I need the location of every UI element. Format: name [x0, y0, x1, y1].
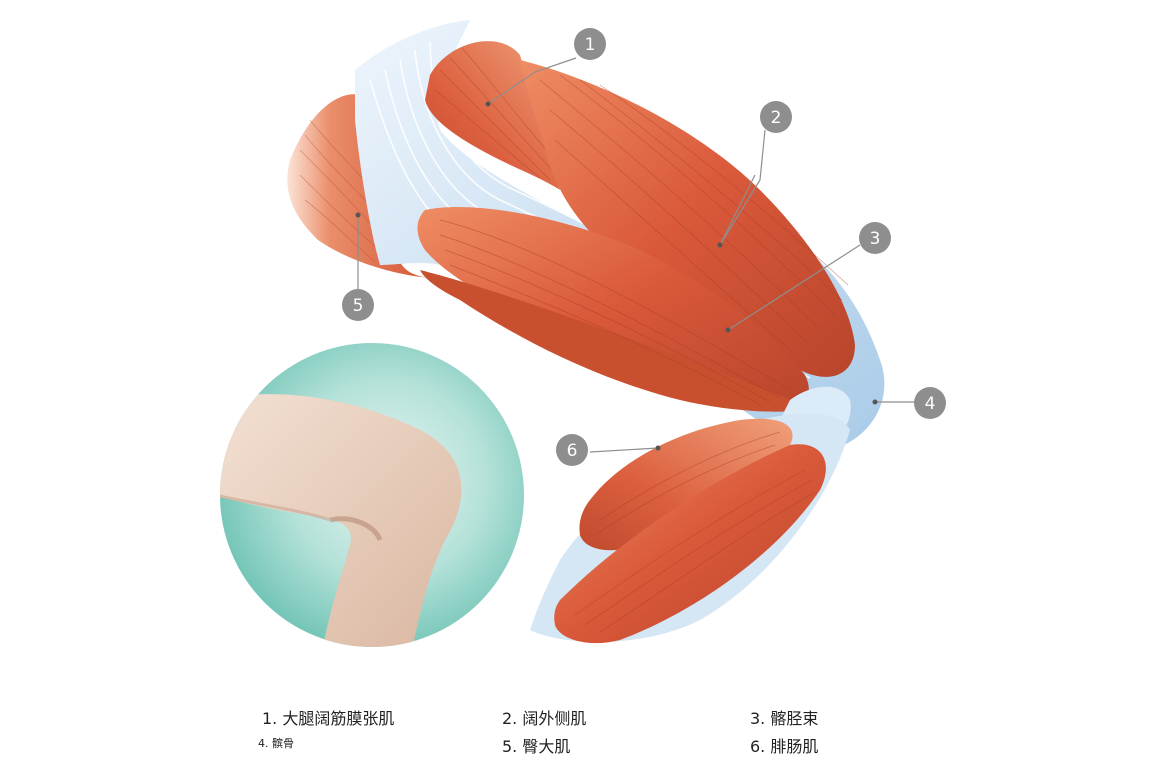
- gastrocnemius-muscle: [579, 418, 793, 551]
- lower-leg-muscle: [554, 444, 826, 644]
- legend-item-4: 4. 髌骨: [258, 737, 294, 750]
- inset-thigh-skin: [220, 394, 462, 647]
- tensor-fasciae-latae-muscle: [425, 41, 560, 190]
- anchor-dots: [355, 101, 878, 451]
- hamstring-muscle: [417, 206, 809, 410]
- callout-number: 5: [353, 296, 364, 316]
- legend-item-1: 1. 大腿阔筋膜张肌: [262, 709, 395, 728]
- vastus-lateralis-muscle: [520, 60, 855, 377]
- hamstring-fibers: [439, 219, 791, 406]
- callout-3: 3: [859, 222, 891, 254]
- callout-6: 6: [556, 434, 588, 466]
- inset-knee-fold: [329, 516, 383, 542]
- tfl-fibers: [434, 47, 556, 181]
- gluteus-maximus-muscle: [287, 94, 430, 279]
- callout-number: 3: [870, 229, 881, 249]
- callout-4: 4: [914, 387, 946, 419]
- callout-5: 5: [342, 289, 374, 321]
- callout-number: 1: [585, 35, 596, 55]
- callout-2: 2: [760, 101, 792, 133]
- legend-item-5: 5. 臀大肌: [502, 737, 571, 756]
- callout-1: 1: [574, 28, 606, 60]
- hamstring-lower-muscle: [420, 270, 810, 412]
- lower-leg-fibers: [574, 431, 816, 633]
- callout-number: 4: [925, 394, 936, 414]
- callout-number: 6: [567, 441, 578, 461]
- knee-skin-inset: [220, 343, 524, 647]
- callout-number: 2: [771, 108, 782, 128]
- leader-lines: [357, 57, 915, 453]
- legend-item-3: 3. 髂胫束: [750, 709, 819, 728]
- legend-item-6: 6. 腓肠肌: [750, 737, 819, 756]
- inset-skin-shadow: [220, 493, 331, 522]
- legend-item-2: 2. 阔外侧肌: [502, 709, 587, 728]
